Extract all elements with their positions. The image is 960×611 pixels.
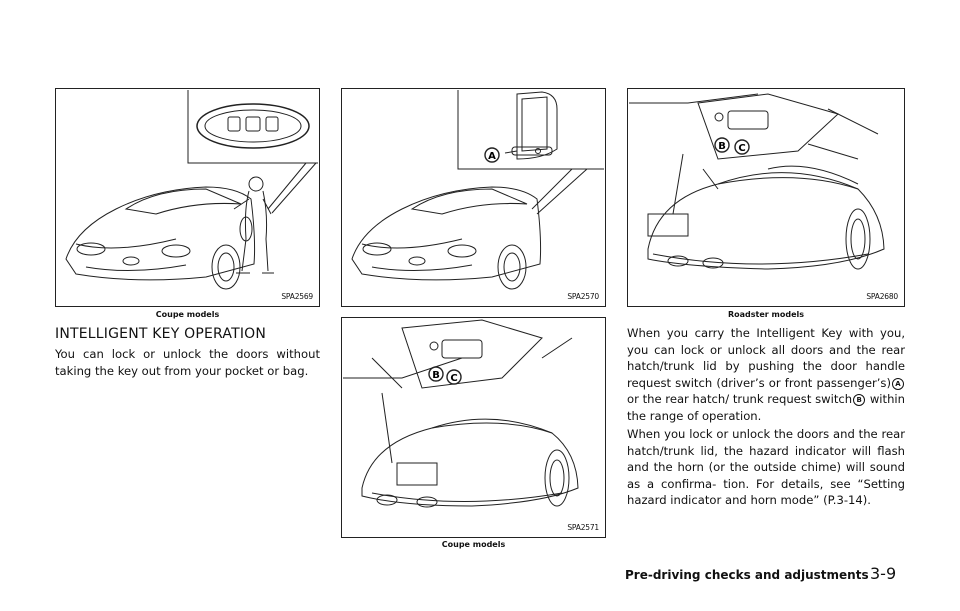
figure-code: SPA2571 <box>567 523 599 532</box>
car-rear-roadster-illustration: B C <box>629 93 885 270</box>
figure-caption: Roadster models <box>727 310 804 319</box>
callout-c: C <box>738 143 745 154</box>
callout-b: B <box>718 141 726 152</box>
body-paragraph-2: When you lock or unlock the doors and th… <box>627 427 905 507</box>
figure-code: SPA2570 <box>567 292 599 301</box>
footer-section-title: Pre-driving checks and adjustments <box>625 568 869 582</box>
figure-code: SPA2569 <box>281 292 313 301</box>
figure-rear-hatch-switch-roadster: B C SPA2680 <box>627 88 905 307</box>
figure-caption: Coupe models <box>155 310 220 319</box>
car-with-person-illustration <box>65 90 318 290</box>
figure-rear-hatch-switch-coupe: B C SPA2571 <box>341 317 606 538</box>
intro-paragraph: You can lock or unlock the doors without… <box>55 347 320 378</box>
figure-key-fob: SPA2569 <box>55 88 320 307</box>
callout-b: B <box>432 370 440 381</box>
car-rear-coupe-illustration: B C <box>343 319 579 508</box>
callout-c: C <box>450 373 457 384</box>
figure-door-handle-switch: A SPA2570 <box>341 88 606 307</box>
callout-a: A <box>488 151 496 162</box>
section-heading: INTELLIGENT KEY OPERATION <box>55 326 267 342</box>
callout-b-inline: B <box>853 394 866 406</box>
callout-a-inline: A <box>892 377 904 390</box>
body-text: When you carry the Intelligent Key with … <box>627 326 905 390</box>
body-text: or the rear hatch/ trunk request switch <box>627 392 853 406</box>
figure-caption: Coupe models <box>441 540 506 549</box>
body-paragraph-1: When you carry the Intelligent Key with … <box>627 325 905 424</box>
car-door-handle-illustration: A <box>351 90 604 290</box>
body-text: within the range of operation. <box>627 392 905 423</box>
footer-page-number: 3-9 <box>870 564 897 583</box>
figure-code: SPA2680 <box>866 292 898 301</box>
